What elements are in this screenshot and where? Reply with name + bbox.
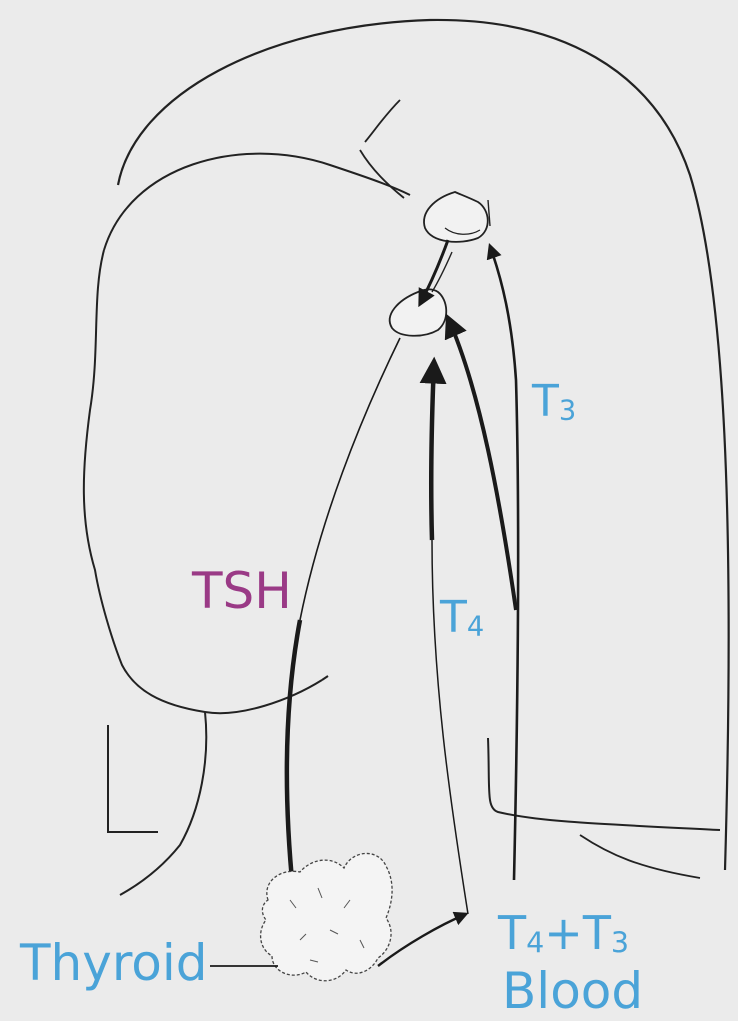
hypothalamus <box>424 192 488 242</box>
thyroid-label: Thyroid <box>20 938 208 988</box>
shoulder-line <box>580 835 700 878</box>
t3-label: T3 <box>532 380 576 424</box>
t4-plus-t3-label: T4+T3 <box>498 910 629 956</box>
head-outline <box>118 20 729 870</box>
hairline <box>104 154 410 250</box>
neck-back <box>488 738 720 830</box>
pituitary <box>390 289 447 335</box>
blood-label: Blood <box>502 966 643 1016</box>
t4-pituitary-arrow <box>448 318 516 610</box>
neck-front <box>120 712 206 895</box>
secretion-arrow <box>378 914 466 966</box>
tsh-label: TSH <box>192 566 292 616</box>
t4-label: T4 <box>440 596 484 640</box>
t4-arrow <box>431 362 434 540</box>
temple-line <box>365 100 400 142</box>
face-profile <box>84 250 322 713</box>
t3-arrow <box>490 246 518 880</box>
tsh-line <box>300 338 400 620</box>
thyroid-gland <box>261 853 392 980</box>
collar-left <box>108 725 158 832</box>
chin-line <box>322 676 328 680</box>
ear-line <box>360 150 404 198</box>
